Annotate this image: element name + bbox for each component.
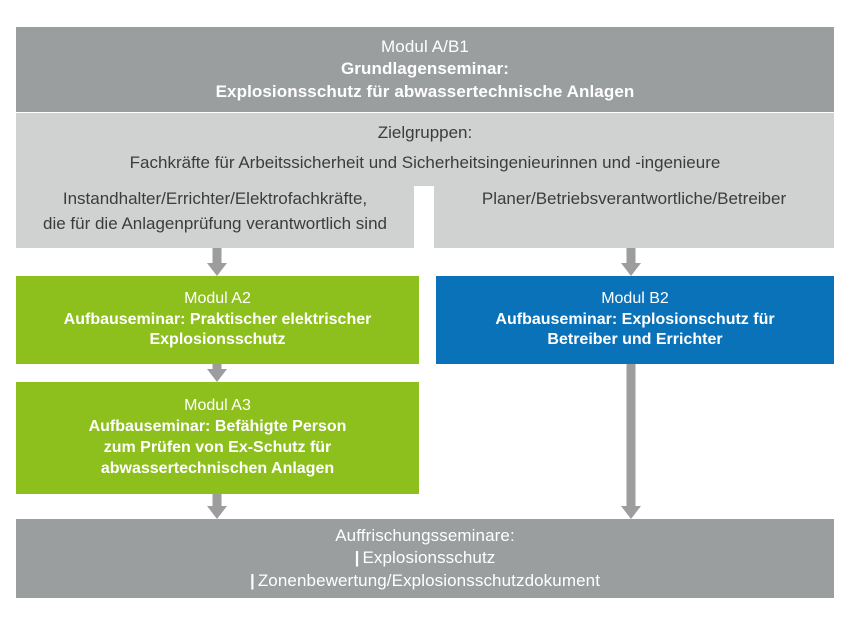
band-target-groups: Zielgruppen: Fachkräfte für Arbeitssiche…: [16, 113, 834, 248]
box-module-b2-line1: Modul B2: [601, 289, 669, 307]
arrow-head: [207, 369, 227, 382]
box-module-a3-line4: abwassertechnischen Anlagen: [100, 459, 335, 477]
box-module-b2-line3: Betreiber und Errichter: [547, 331, 723, 349]
refresher-item-2: Zonenbewertung/Explosionsschutzdokument: [257, 570, 601, 590]
box-refresher-seminars: Auffrischungsseminare: |Explosionsschutz…: [16, 519, 834, 598]
arrow-shaft: [212, 248, 222, 263]
arrow-shaft: [212, 364, 222, 369]
box-module-a2-line2: Aufbauseminar: Praktischer elektrischer: [63, 310, 372, 328]
target-group-right-line1: Planer/Betriebsverantwortliche/Betreiber: [481, 189, 787, 208]
target-groups-title: Zielgruppen:: [377, 123, 473, 142]
box-module-a-b1-line2: Grundlagenseminar:: [340, 59, 510, 79]
target-group-left-line2: die für die Anlagenprüfung verantwortlic…: [43, 213, 387, 233]
target-group-column-right: Planer/Betriebsverantwortliche/Betreiber: [434, 187, 834, 212]
target-group-left-line1: Instandhalter/Errichter/Elektrofachkräft…: [62, 189, 368, 208]
box-module-a-b1-line1: Modul A/B1: [381, 37, 469, 57]
target-groups-subtitle: Fachkräfte für Arbeitssicherheit und Sic…: [129, 153, 721, 172]
box-module-b2: Modul B2 Aufbauseminar: Explosionschutz …: [436, 276, 834, 364]
arrow-head: [621, 263, 641, 276]
arrow-shaft: [626, 364, 636, 506]
box-module-a2-line3: Explosionsschutz: [149, 331, 286, 349]
bullet-icon: |: [354, 548, 360, 568]
box-module-a3: Modul A3 Aufbauseminar: Befähigte Person…: [16, 382, 419, 494]
arrow-head: [207, 263, 227, 276]
refresher-item-2-row: |Zonenbewertung/Explosionsschutzdokument: [250, 570, 600, 592]
box-module-a-b1: Modul A/B1 Grundlagenseminar: Explosions…: [16, 27, 834, 112]
target-groups-divider: [414, 186, 434, 248]
box-module-a2-line1: Modul A2: [184, 289, 251, 307]
refresher-item-1: Explosionsschutz: [362, 548, 496, 568]
refresher-title: Auffrischungsseminare:: [335, 526, 515, 546]
arrow-shaft: [626, 248, 636, 263]
box-module-a2: Modul A2 Aufbauseminar: Praktischer elek…: [16, 276, 419, 364]
refresher-item-1-row: |Explosionsschutz: [355, 547, 496, 569]
box-module-a3-line1: Modul A3: [184, 397, 251, 415]
box-module-a3-line3: zum Prüfen von Ex-Schutz für: [103, 439, 332, 456]
box-module-a-b1-line3: Explosionsschutz für abwassertechnische …: [215, 81, 635, 101]
box-module-b2-line2: Aufbauseminar: Explosionschutz für: [495, 310, 775, 328]
arrow-head: [207, 506, 227, 519]
target-group-column-left: Instandhalter/Errichter/Elektrofachkräft…: [16, 187, 414, 236]
box-module-a3-line2: Aufbauseminar: Befähigte Person: [88, 418, 347, 436]
arrow-head: [621, 506, 641, 519]
arrow-shaft: [212, 494, 222, 506]
bullet-icon: |: [249, 570, 255, 590]
